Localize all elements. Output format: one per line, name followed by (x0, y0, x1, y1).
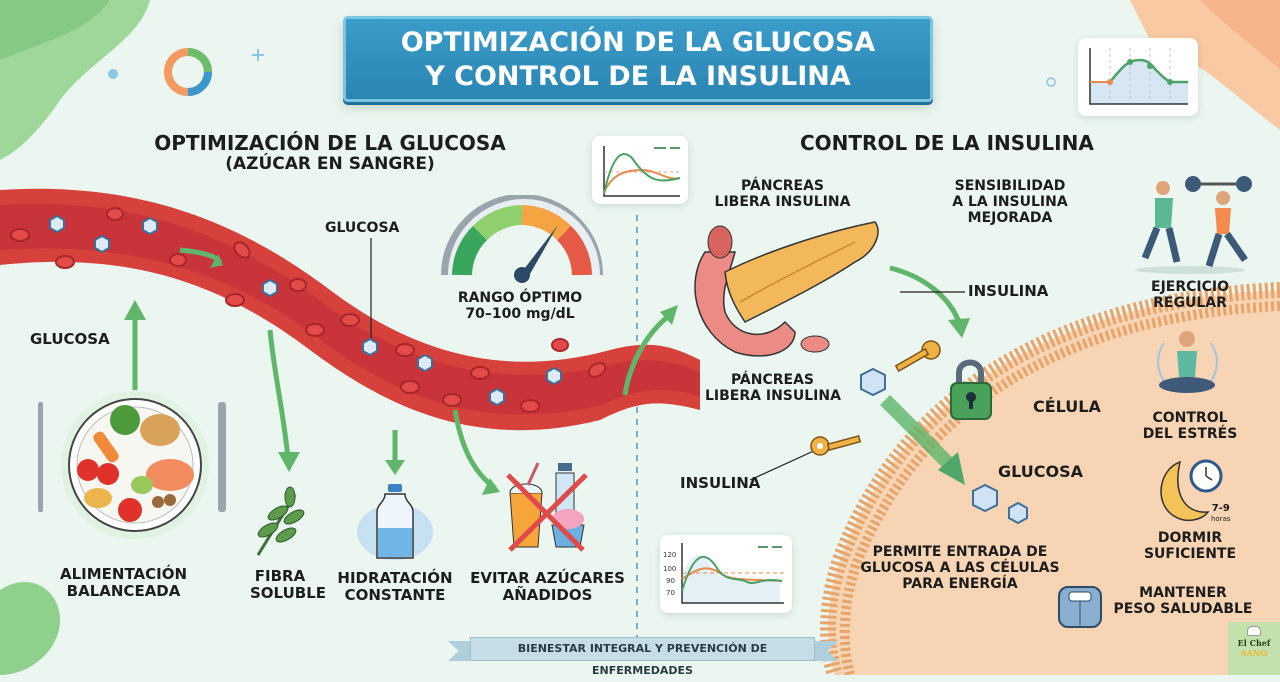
insulina-key-label: INSULINA (680, 474, 761, 492)
line-chart-icon (603, 146, 681, 197)
water-bottle-icon (357, 484, 433, 560)
el-chef-sano-logo: El Chef SANO (1228, 622, 1280, 675)
footer-ribbon: BIENESTAR INTEGRAL Y PREVENCIÓN DE ENFER… (470, 637, 815, 677)
pancreas-label-bottom: PÁNCREAS LIBERA INSULINA (705, 372, 841, 405)
alimentacion-label: ALIMENTACIÓN BALANCEADA (60, 565, 188, 601)
plus-icon (252, 49, 264, 61)
svg-text:120: 120 (663, 551, 676, 559)
control-estres-label: CONTROL DEL ESTRÉS (1142, 410, 1238, 443)
pancreas-label-top: PÁNCREAS LIBERA INSULINA (714, 178, 851, 211)
balanced-plate-icon (38, 391, 226, 539)
title-line-1: OPTIMIZACIÓN DE LA GLUCOSA (400, 27, 876, 58)
sleep-hours-badge: 7-9 horas (1211, 503, 1231, 523)
right-section-heading: CONTROL DE LA INSULINA (800, 131, 1094, 155)
cell-glucose-label: GLUCOSA (998, 462, 1083, 481)
chef-hat-icon (1247, 626, 1261, 636)
glucose-curve-card (592, 136, 688, 204)
meditation-icon (1157, 331, 1218, 393)
glucose-stability-card: 120 100 90 70 (660, 535, 792, 613)
svg-text:100: 100 (663, 565, 676, 573)
evitar-azucares-label: EVITAR AZÚCARES AÑADIDOS (470, 569, 625, 605)
glucose-arrow-label: GLUCOSA (30, 330, 110, 348)
glucose-hex-icon (860, 367, 886, 397)
insulina-arrow-label: INSULINA (968, 282, 1049, 300)
key-icon (810, 435, 862, 456)
vessel-glucose-label: GLUCOSA (325, 220, 400, 236)
leaf-branch-icon (256, 486, 305, 556)
exercise-icon (1135, 176, 1252, 274)
area-chart-icon (1089, 48, 1188, 105)
lock-icon (950, 359, 992, 420)
pancreas-icon (694, 221, 879, 357)
line-chart-icon: 120 100 90 70 (663, 543, 784, 604)
peso-label: MANTENER PESO SALUDABLE (1113, 585, 1253, 618)
ejercicio-label: EJERCICIO REGULAR (1151, 279, 1229, 312)
main-title-banner: OPTIMIZACIÓN DE LA GLUCOSA Y CONTROL DE … (343, 16, 933, 102)
insulin-curve-card (1078, 38, 1198, 116)
moon-clock-icon (1160, 459, 1223, 522)
key-icon (894, 340, 941, 373)
glucose-gauge-icon (441, 195, 603, 283)
glucose-hex-icon (972, 483, 998, 513)
ribbon-tail-right (808, 641, 838, 661)
hidratacion-label: HIDRATACIÓN CONSTANTE (337, 569, 453, 605)
no-sugar-icon (506, 462, 588, 552)
dormir-label: DORMIR SUFICIENTE (1143, 530, 1237, 563)
title-line-2: Y CONTROL DE LA INSULINA (425, 61, 851, 92)
donut-chart-icon (164, 48, 212, 96)
cell-label: CÉLULA (1033, 397, 1101, 416)
left-section-heading: OPTIMIZACIÓN DE LA GLUCOSA (AZÚCAR EN SA… (154, 131, 506, 174)
gauge-label: RANGO ÓPTIMO 70–100 mg/dL (457, 290, 583, 323)
svg-text:90: 90 (666, 577, 675, 585)
glucose-entry-label: PERMITE ENTRADA DE GLUCOSA A LAS CÉLULAS… (860, 544, 1060, 593)
sensitivity-label: SENSIBILIDAD A LA INSULINA MEJORADA (952, 178, 1068, 227)
glucose-hex-icon (1008, 501, 1028, 525)
fibra-label: FIBRA SOLUBLE (250, 567, 326, 603)
insulin-cell-mechanism (860, 340, 1028, 525)
svg-text:70: 70 (666, 589, 675, 597)
scale-icon (1058, 586, 1102, 628)
